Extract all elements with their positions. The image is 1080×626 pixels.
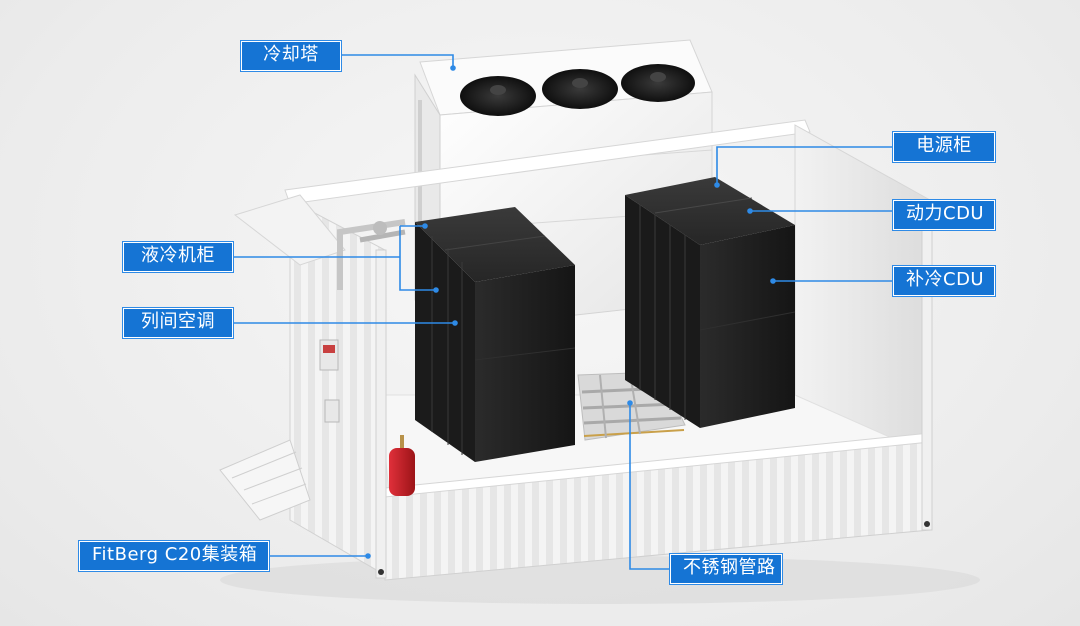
label-supplement-cdu: 补冷CDU: [892, 265, 996, 297]
fire-extinguisher: [389, 435, 415, 496]
fan-1: [460, 76, 536, 116]
label-cooling-tower: 冷却塔: [240, 40, 342, 72]
label-power-cdu: 动力CDU: [892, 199, 996, 231]
container-frame: [219, 119, 933, 581]
fan-2: [542, 69, 618, 109]
label-liquid-cooling-cabinet: 液冷机柜: [122, 241, 234, 273]
label-inrow-ac: 列间空调: [122, 307, 234, 339]
label-container: FitBerg C20集装箱: [78, 540, 270, 572]
power-cabinet-group: [625, 177, 796, 428]
inlet-pipes: [337, 219, 406, 290]
leader-lines: [233, 54, 893, 570]
fan-3: [621, 64, 695, 102]
ground-shadow: [220, 556, 980, 604]
liquid-cooling-cabinet-group: [415, 207, 576, 462]
label-stainless-pipes: 不锈钢管路: [669, 553, 783, 585]
label-power-cabinet: 电源柜: [892, 131, 996, 163]
